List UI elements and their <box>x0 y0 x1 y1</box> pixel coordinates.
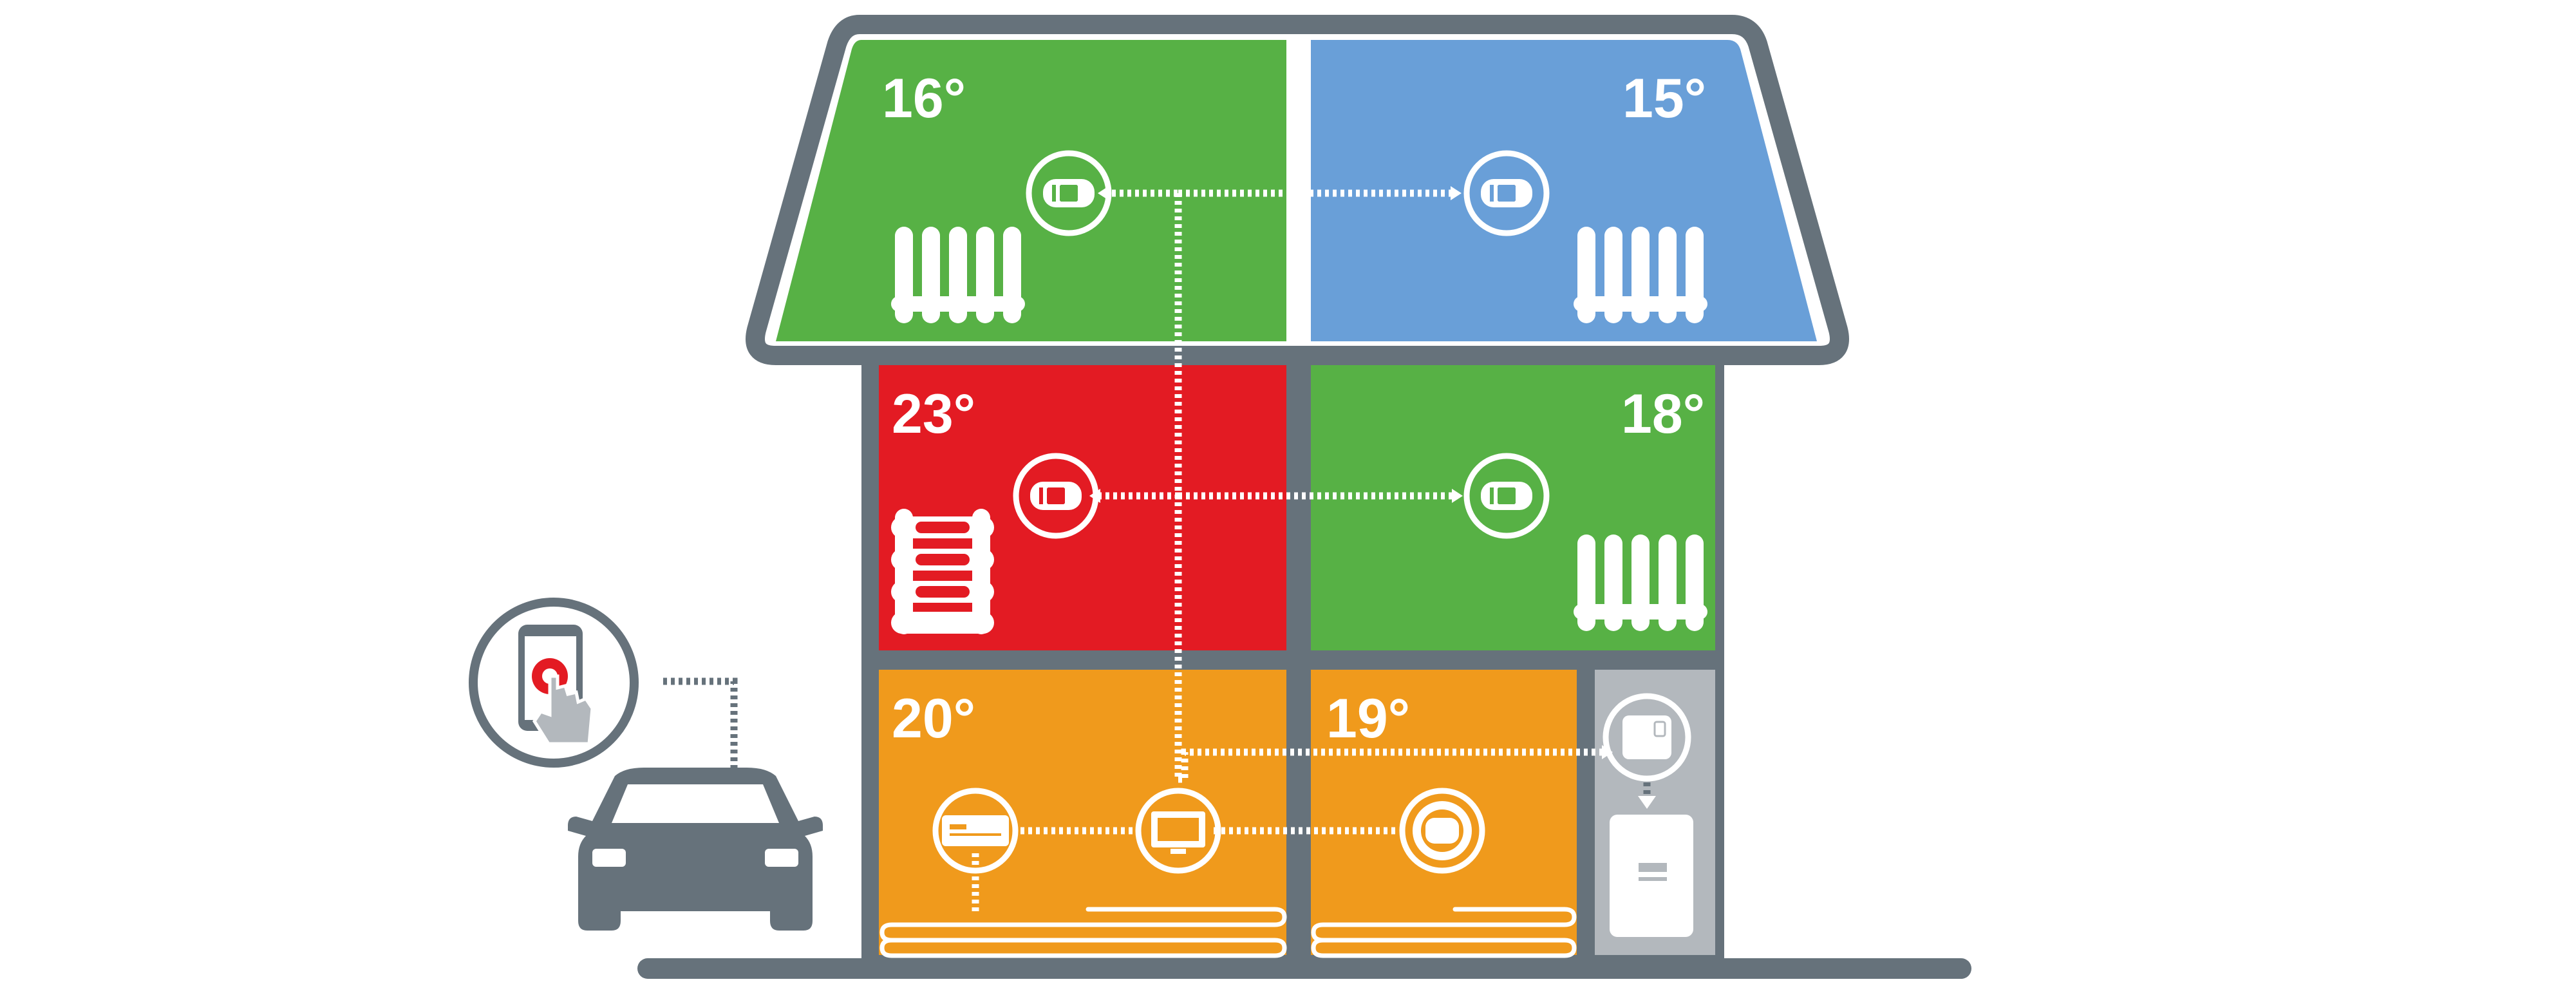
arrow-down-icon <box>1638 796 1656 809</box>
radiator-thermostat-icon <box>1016 456 1096 536</box>
roof-outline <box>746 15 1849 365</box>
car-icon <box>568 768 823 931</box>
ground-line <box>637 958 1971 979</box>
room-attic-right <box>1311 40 1817 341</box>
radiator-icon <box>891 227 1025 323</box>
radiator-thermostat-icon <box>1029 153 1109 233</box>
smartphone-touch-icon <box>469 598 639 768</box>
underfloor-heating-icon <box>1311 907 1577 958</box>
display-unit-icon <box>1135 788 1221 874</box>
heating-module-icon <box>1603 693 1691 782</box>
wall-controller-icon <box>932 788 1019 874</box>
radiator-thermostat-icon <box>1467 456 1547 536</box>
temperature-middle-right: 18° <box>1621 383 1705 445</box>
radiator-thermostat-icon <box>1467 153 1547 233</box>
temperature-attic-left: 16° <box>882 68 966 129</box>
connection-lines <box>663 189 1651 914</box>
towel-radiator-icon <box>891 509 994 634</box>
room-middle-left <box>879 365 1286 650</box>
temperature-ground-mid: 19° <box>1326 688 1410 750</box>
round-room-sensor-icon <box>1399 788 1485 874</box>
underfloor-heating-icon <box>879 907 1287 958</box>
temperature-middle-left: 23° <box>892 383 975 445</box>
boiler-icon <box>1610 815 1693 937</box>
temperature-ground-left: 20° <box>892 688 975 750</box>
temperature-attic-right: 15° <box>1622 68 1706 129</box>
radiator-icon <box>1574 534 1707 631</box>
radiator-icon <box>1574 227 1707 323</box>
